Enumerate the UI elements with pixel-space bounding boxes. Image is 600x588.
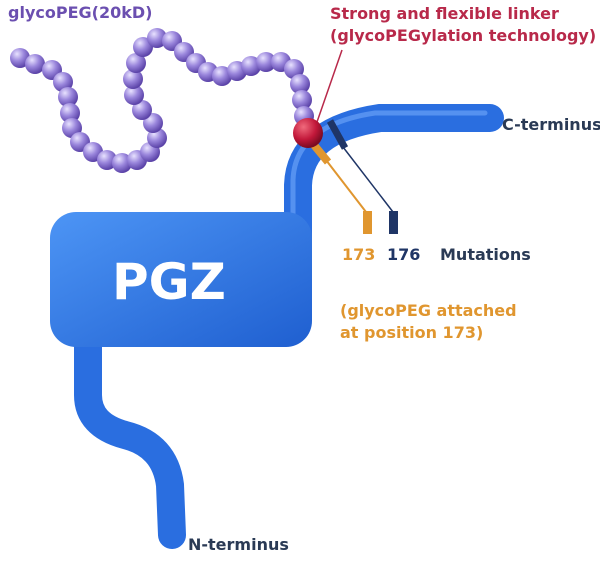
peg-bead xyxy=(124,85,144,105)
leader-173 xyxy=(325,159,367,213)
peg-bead xyxy=(123,69,143,89)
peg-chain xyxy=(10,28,314,173)
peg-bead xyxy=(126,53,146,73)
mutations-label: Mutations xyxy=(440,245,531,264)
pgz-domain xyxy=(50,212,312,347)
peg-bead xyxy=(58,87,78,107)
n-terminus-label: N-terminus xyxy=(188,535,289,554)
linker-label-line1: Strong and flexible linker xyxy=(330,4,559,23)
peg-bead xyxy=(25,54,45,74)
peg-label: glycoPEG(20kD) xyxy=(8,3,153,22)
marker-176 xyxy=(389,211,398,234)
band-176 xyxy=(326,119,349,150)
linker-label-line2: (glycoPEGylation technology) xyxy=(330,26,597,45)
marker-173 xyxy=(363,211,372,234)
peg-bead xyxy=(147,128,167,148)
leader-linker xyxy=(316,49,343,123)
band-173 xyxy=(310,142,332,165)
peg-bead xyxy=(256,52,276,72)
peg-bead xyxy=(112,153,132,173)
peg-bead xyxy=(147,28,167,48)
peg-bead xyxy=(290,74,310,94)
pgz-label: PGZ xyxy=(112,253,226,311)
peg-bead xyxy=(241,56,261,76)
peg-bead xyxy=(284,59,304,79)
c-terminus-label: C-terminus xyxy=(502,115,600,134)
peg-bead xyxy=(10,48,30,68)
leader-176 xyxy=(342,146,394,213)
peg-bead xyxy=(97,150,117,170)
attached-note-line2: at position 173) xyxy=(340,323,484,342)
peg-bead xyxy=(292,90,312,110)
n-terminal-tube xyxy=(74,316,186,549)
position-176-label: 176 xyxy=(387,245,421,264)
peg-bead xyxy=(60,103,80,123)
attached-note-line1: (glycoPEG attached xyxy=(340,301,517,320)
linker-bead xyxy=(293,118,323,148)
peg-bead xyxy=(132,100,152,120)
position-173-label: 173 xyxy=(342,245,376,264)
